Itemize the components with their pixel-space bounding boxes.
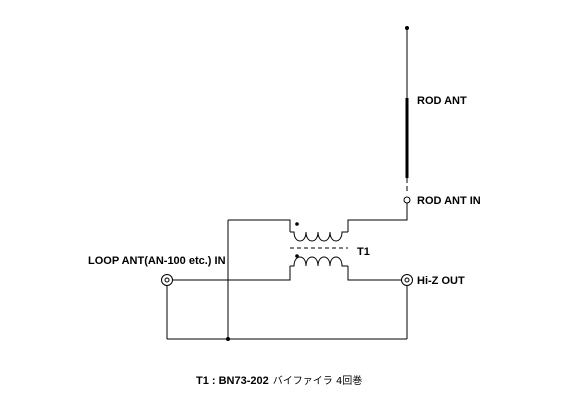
caption: T1 : BN73-202 バイファイラ 4回巻 — [196, 375, 362, 387]
secondary-coil — [290, 256, 348, 267]
rod-ant-label: ROD ANT — [417, 95, 467, 107]
ground-junction-dot — [226, 337, 230, 341]
rod-ant-in-label: ROD ANT IN — [417, 195, 481, 207]
primary-phase-dot — [295, 222, 299, 226]
wire-loop-to-secondary — [168, 266, 291, 281]
caption-winding-note: バイファイラ 4回巻 — [273, 375, 363, 387]
loop-ant-in-label: LOOP ANT(AN-100 etc.) IN — [88, 255, 226, 267]
transformer-label: T1 — [357, 246, 370, 258]
primary-coil — [290, 231, 348, 242]
hiz-out-label: Hi-Z OUT — [417, 275, 465, 287]
rod-ant-in-terminal — [403, 196, 411, 204]
wire-rod-to-primary — [347, 203, 408, 232]
loop-ant-in-jack-center — [164, 277, 170, 283]
wire-primary-left — [228, 219, 291, 232]
secondary-phase-dot — [295, 254, 299, 258]
wire-secondary-to-hiz — [347, 266, 401, 281]
caption-part-number: T1 : BN73-202 — [196, 375, 269, 387]
hiz-out-jack-center — [404, 277, 410, 283]
